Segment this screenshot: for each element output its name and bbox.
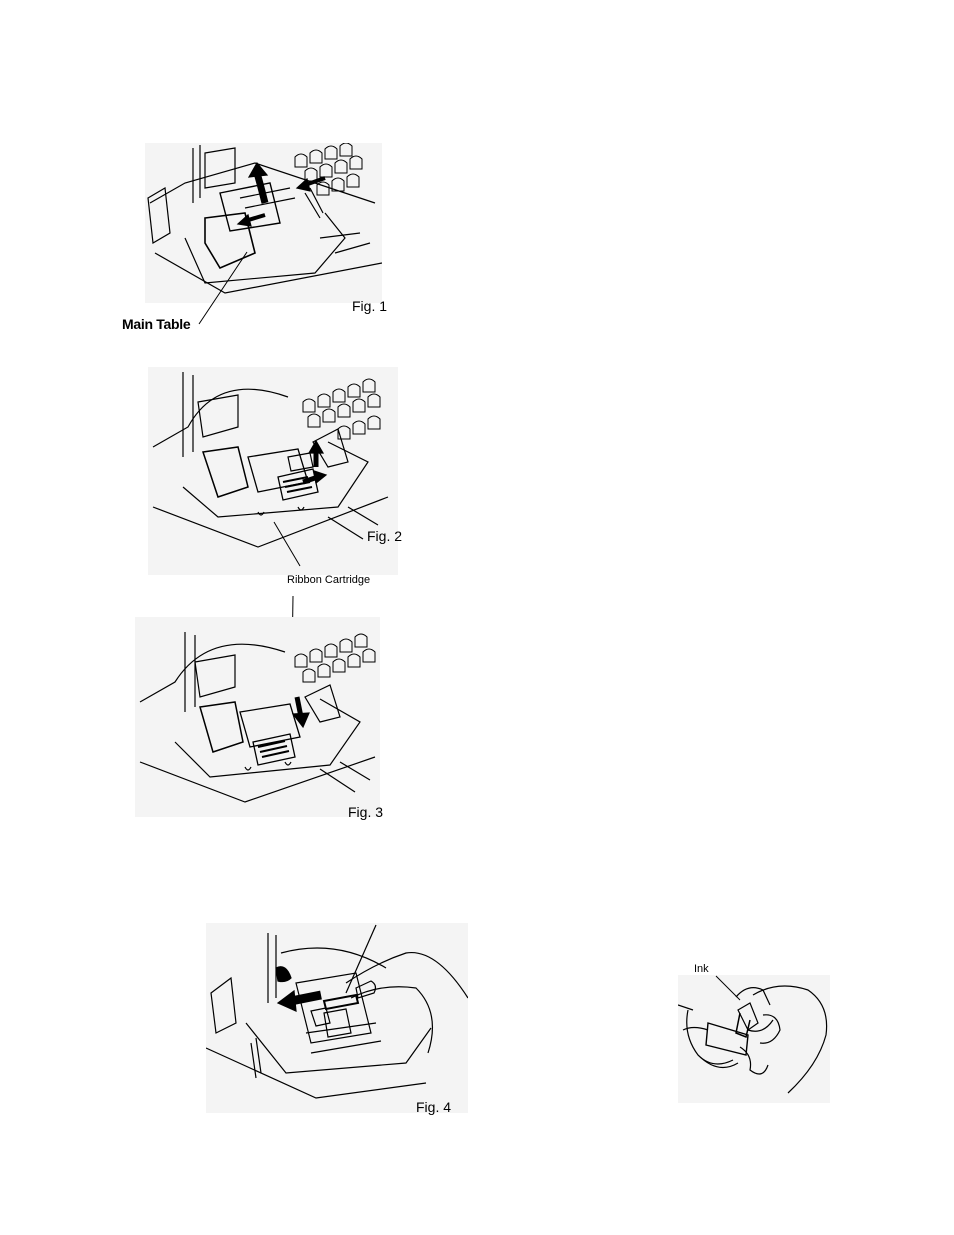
fig2-caption: Fig. 2 — [367, 528, 402, 544]
ink-illustration — [678, 975, 830, 1103]
fig3-illustration — [135, 617, 380, 817]
ink-callout: Ink — [694, 963, 709, 975]
fig1-illustration — [145, 143, 382, 303]
ink-leader-line — [714, 974, 744, 1004]
fig2-ribbon-cartridge-callout: Ribbon Cartridge — [287, 574, 370, 586]
keyboard-keys — [295, 634, 375, 682]
fig1-caption: Fig. 1 — [352, 298, 387, 314]
keyboard-keys — [303, 379, 380, 439]
fig1-leader-line — [195, 250, 255, 330]
fig4-illustration — [206, 923, 468, 1113]
fig1-main-table-callout: Main Table — [122, 316, 190, 332]
fig4-caption: Fig. 4 — [416, 1099, 451, 1115]
fig3-caption: Fig. 3 — [348, 804, 383, 820]
fig2-leader-line — [270, 520, 310, 570]
